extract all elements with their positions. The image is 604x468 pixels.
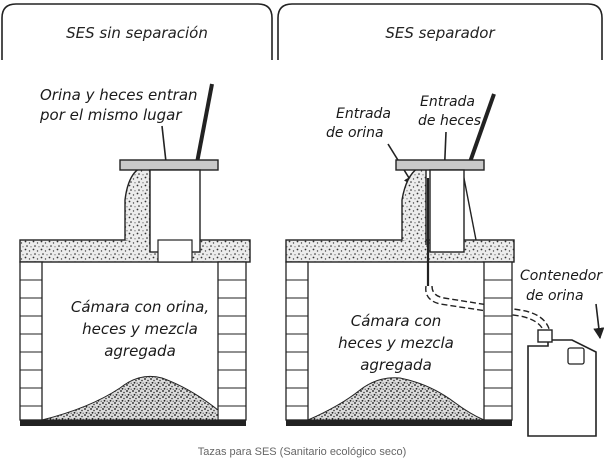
right-label-container-line2: de orina	[526, 288, 584, 304]
left-floor	[20, 420, 246, 426]
right-pedestal	[401, 167, 427, 245]
right-label-chamber-line2: heces y mezcla	[338, 334, 454, 352]
left-pedestal	[124, 167, 151, 245]
left-stick	[194, 83, 214, 169]
left-wall-brick	[19, 261, 247, 421]
right-panel: SES separador Entrada de orina Entrada d…	[277, 3, 604, 437]
right-title-tab	[277, 3, 603, 60]
left-slab	[19, 239, 251, 263]
right-label-urine-line1: Entrada	[336, 106, 391, 122]
left-label-inlet-line1: Orina y heces entran	[40, 86, 198, 104]
right-stick	[468, 93, 496, 163]
right-wall-brick	[285, 261, 513, 421]
left-chute-throat	[157, 239, 193, 263]
right-label-feces-line2: de heces	[418, 113, 481, 129]
right-label-container-line1: Contenedor	[520, 268, 603, 284]
left-panel: SES sin separación Orina y heces entran …	[1, 3, 273, 426]
right-label-chamber-line3: agregada	[360, 356, 432, 374]
right-panel-title: SES separador	[385, 24, 495, 42]
left-chute	[149, 169, 201, 253]
figure-caption: Tazas para SES (Sanitario ecológico seco…	[197, 446, 407, 458]
right-urine-pipe	[425, 285, 545, 333]
right-label-urine-line2: de orina	[326, 125, 384, 141]
left-panel-title: SES sin separación	[66, 24, 208, 42]
urine-container	[527, 329, 597, 437]
left-pile	[41, 375, 219, 421]
left-label-chamber-line2: heces y mezcla	[82, 320, 198, 338]
right-label-feces-line1: Entrada	[420, 94, 475, 110]
left-label-chamber-line3: agregada	[104, 342, 176, 360]
right-floor	[286, 420, 512, 426]
right-chute	[429, 169, 465, 253]
left-label-chamber-line1: Cámara con orina,	[71, 298, 209, 316]
left-title-tab	[1, 3, 273, 60]
right-slab	[285, 239, 515, 263]
right-container-arrow	[593, 303, 604, 340]
right-seat	[395, 159, 485, 171]
left-label-inlet-line2: por el mismo lugar	[39, 106, 182, 124]
left-seat	[119, 159, 219, 171]
right-label-chamber-line1: Cámara con	[351, 312, 442, 330]
right-pile	[307, 377, 485, 421]
